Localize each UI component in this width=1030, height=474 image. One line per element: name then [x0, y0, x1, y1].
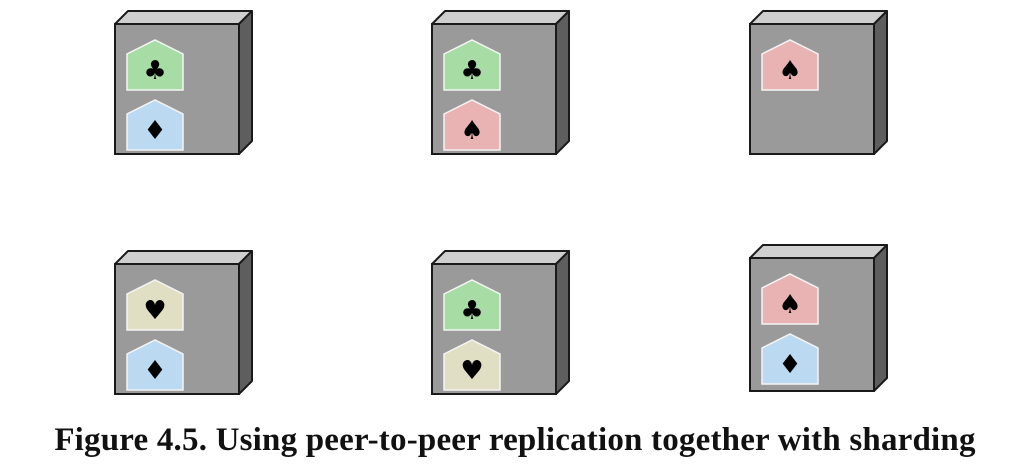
server-node-2: ♣♠ — [431, 10, 570, 155]
heart-icon: ♥ — [460, 356, 483, 386]
club-shard-tag: ♣ — [443, 279, 501, 331]
spade-icon: ♠ — [778, 56, 801, 86]
server-top-face — [431, 10, 570, 25]
server-top-face — [431, 250, 570, 265]
club-icon: ♣ — [460, 56, 483, 86]
diamond-icon: ♦ — [143, 116, 166, 146]
server-side-face — [238, 10, 253, 155]
heart-tag-shape — [126, 279, 184, 331]
spade-tag-shape — [761, 273, 819, 325]
club-shard-tag: ♣ — [443, 39, 501, 91]
spade-icon: ♠ — [778, 290, 801, 320]
diamond-shard-tag: ♦ — [761, 333, 819, 385]
server-side-face — [873, 10, 888, 155]
server-top-face — [114, 10, 253, 25]
server-node-4: ♥♦ — [114, 250, 253, 395]
server-node-1: ♣♦ — [114, 10, 253, 155]
diamond-tag-shape — [761, 333, 819, 385]
replication-sharding-diagram: ♣♦♣♠♠♥♦♣♥♠♦ — [114, 10, 888, 395]
diamond-icon: ♦ — [778, 350, 801, 380]
club-tag-shape — [443, 279, 501, 331]
figure-caption: Figure 4.5. Using peer-to-peer replicati… — [54, 422, 976, 458]
server-top-face — [749, 244, 888, 259]
server-side-face — [555, 250, 570, 395]
server-side-face — [873, 244, 888, 392]
spade-shard-tag: ♠ — [761, 39, 819, 91]
server-node-6: ♠♦ — [749, 244, 888, 392]
diamond-tag-shape — [126, 99, 184, 151]
heart-shard-tag: ♥ — [443, 339, 501, 391]
server-node-5: ♣♥ — [431, 250, 570, 395]
server-top-face — [114, 250, 253, 265]
spade-tag-shape — [443, 99, 501, 151]
heart-icon: ♥ — [143, 296, 166, 326]
club-tag-shape — [443, 39, 501, 91]
diamond-shard-tag: ♦ — [126, 99, 184, 151]
diamond-icon: ♦ — [143, 356, 166, 386]
spade-icon: ♠ — [460, 116, 483, 146]
diamond-tag-shape — [126, 339, 184, 391]
club-icon: ♣ — [143, 56, 166, 86]
spade-tag-shape — [761, 39, 819, 91]
server-node-3: ♠ — [749, 10, 888, 155]
spade-shard-tag: ♠ — [761, 273, 819, 325]
diamond-shard-tag: ♦ — [126, 339, 184, 391]
club-icon: ♣ — [460, 296, 483, 326]
server-side-face — [238, 250, 253, 395]
club-shard-tag: ♣ — [126, 39, 184, 91]
server-top-face — [749, 10, 888, 25]
server-side-face — [555, 10, 570, 155]
heart-tag-shape — [443, 339, 501, 391]
club-tag-shape — [126, 39, 184, 91]
spade-shard-tag: ♠ — [443, 99, 501, 151]
heart-shard-tag: ♥ — [126, 279, 184, 331]
